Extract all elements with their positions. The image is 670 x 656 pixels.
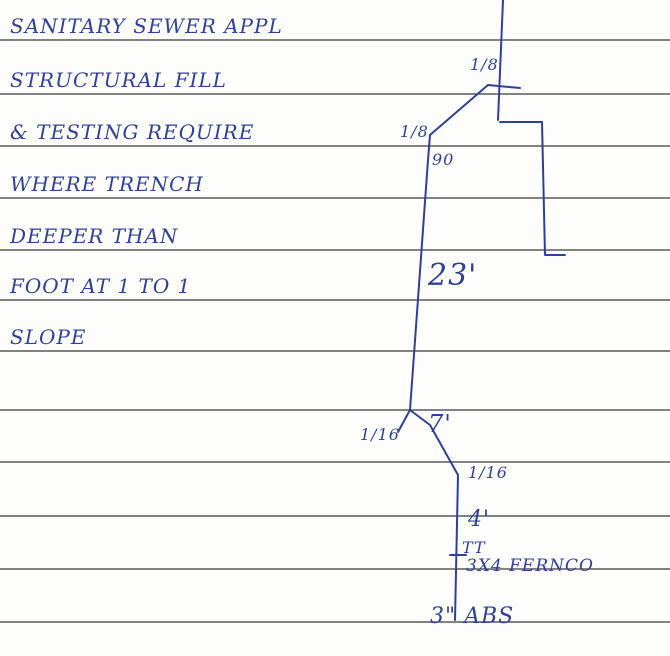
run-length-short: 4' [468, 507, 491, 532]
fitting-label-bottom: TT [462, 538, 486, 557]
note-line-5: DEEPER THAN [10, 224, 179, 248]
note-line-4: WHERE TRENCH [10, 172, 204, 196]
note-line-3: & TESTING REQUIRE [10, 120, 255, 144]
note-line-2: STRUCTURAL FILL [10, 68, 227, 92]
fernco-note: 3X4 FERNCO [466, 556, 594, 576]
slope-label-top: 1/8 [470, 55, 499, 74]
slope-label-lower-left: 1/16 [360, 425, 400, 444]
slope-label-lower-right: 1/16 [468, 463, 508, 482]
note-line-7: SLOPE [10, 325, 87, 349]
pipe-spec-label: 3" ABS [430, 604, 515, 629]
run-length-offset: 7' [428, 410, 452, 438]
note-line-1: SANITARY SEWER APPL [10, 14, 283, 38]
run-length-main: 23' [428, 258, 478, 293]
note-line-6: FOOT AT 1 TO 1 [10, 274, 192, 298]
fitting-label-top: 90 [432, 150, 455, 169]
slope-label-upper: 1/8 [400, 122, 429, 141]
